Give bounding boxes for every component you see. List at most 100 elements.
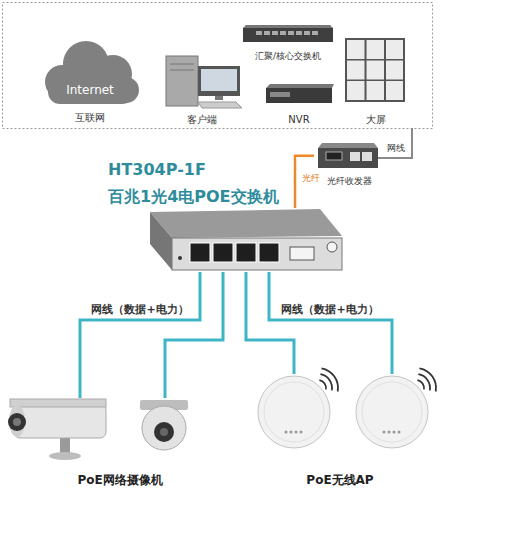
bullet-camera-icon (13, 418, 21, 426)
device-node: NVR (262, 82, 336, 128)
bullet-camera-icon (10, 399, 106, 407)
video-wall-icon (367, 40, 385, 59)
pc-icon (170, 70, 194, 71)
core-switch-icon (312, 31, 318, 35)
poe-switch-icon (150, 212, 172, 270)
poe-switch-icon (178, 256, 182, 260)
core-switch-icon (280, 31, 286, 35)
video-wall-icon (347, 61, 365, 80)
group-label: PoE无线AP (306, 473, 373, 487)
video-wall-icon (367, 81, 385, 100)
site-boundary (3, 3, 433, 129)
pc-icon (166, 56, 242, 108)
wireless-ap-icon (258, 376, 330, 448)
pc-icon (201, 69, 237, 91)
core-switch-icon (243, 28, 333, 42)
poe-switch-icon (290, 247, 314, 260)
wireless-ap-icon (388, 431, 391, 434)
cable-label: 网线（数据+电力） (279, 303, 380, 316)
bullet-camera-icon (8, 399, 106, 460)
core-switch-icon (264, 31, 270, 35)
poe-cable (269, 272, 392, 374)
dome-camera-icon (140, 400, 188, 450)
wireless-ap-icon (319, 368, 338, 391)
poe-switch-icon (190, 243, 210, 262)
cable-label: 网线 (385, 143, 407, 154)
poe-switch-icon (213, 243, 233, 262)
core-switch-icon (304, 31, 310, 35)
device-node: 光纤收发器 (314, 140, 384, 188)
pc-icon (198, 102, 242, 108)
pc-icon (166, 56, 198, 106)
uplink-cable (378, 128, 412, 158)
switch-node: HT304P-1F百兆1光4电POE交换机 (150, 208, 344, 272)
device-label: 客户端 (187, 114, 217, 126)
wireless-ap-icon (290, 431, 293, 434)
device-label: 互联网 (75, 112, 105, 124)
poe-cable (165, 272, 223, 398)
poe-switch-icon (172, 238, 342, 270)
device-node: 大屏 (342, 34, 410, 128)
wireless-ap-icon (393, 431, 396, 434)
video-wall-icon (345, 38, 405, 102)
poe-cable (80, 272, 200, 398)
cloud-icon (45, 41, 139, 104)
cloud-label: Internet (66, 83, 114, 97)
video-wall-icon (386, 81, 403, 100)
wireless-ap-icon (258, 368, 338, 448)
wireless-ap-icon (300, 431, 303, 434)
bullet-camera-icon (14, 404, 106, 438)
wireless-ap-icon (295, 431, 298, 434)
dome-camera-icon (142, 406, 186, 450)
nvr-icon (266, 84, 334, 88)
core-switch-icon (288, 31, 294, 35)
cable-label: 网线（数据+电力） (89, 303, 190, 316)
bullet-camera-icon (8, 413, 26, 431)
model-heading: HT304P-1F (108, 160, 206, 179)
model-heading: 百兆1光4电POE交换机 (108, 187, 279, 206)
media-converter-icon (318, 143, 378, 148)
wireless-ap-icon (356, 368, 436, 448)
wireless-ap-icon (362, 382, 422, 442)
wireless-ap-icon (417, 368, 436, 391)
wireless-ap-icon (264, 382, 324, 442)
core-switch-icon (243, 25, 333, 28)
device-node: 客户端 (160, 48, 244, 128)
group-label: PoE网络摄像机 (77, 473, 162, 487)
poe-switch-icon (259, 243, 279, 262)
core-switch-icon (243, 25, 333, 42)
poe-switch-icon (327, 242, 337, 252)
nvr-icon (270, 92, 290, 97)
media-converter-icon (362, 152, 372, 161)
wireless-ap-icon (356, 376, 428, 448)
video-wall-icon (386, 40, 403, 59)
media-converter-icon (350, 152, 360, 161)
device-label: NVR (288, 114, 309, 126)
core-switch-icon (296, 31, 302, 35)
poe-switch-icon (150, 209, 342, 238)
cloud-icon (48, 80, 134, 104)
video-wall-icon (367, 61, 385, 80)
pc-icon (198, 66, 240, 96)
dome-camera-icon (154, 422, 174, 442)
core-switch-icon (272, 31, 278, 35)
bullet-camera-icon (9, 405, 25, 437)
poe-switch-icon (236, 243, 256, 262)
video-wall-icon (386, 61, 403, 80)
core-switch-icon (256, 31, 262, 35)
poe-switch-icon (150, 209, 342, 270)
pc-icon (215, 96, 223, 100)
video-wall-icon (347, 40, 365, 59)
cloud-node: Internet 互联网 (40, 40, 140, 128)
media-converter-icon (326, 152, 342, 160)
media-converter-icon (318, 143, 378, 168)
pc-icon (170, 64, 194, 65)
wireless-ap-icon (398, 431, 401, 434)
device-label: 汇聚/核心交换机 (255, 51, 321, 62)
device-group: PoE网络摄像机 (4, 398, 200, 492)
device-label: 大屏 (366, 114, 386, 126)
